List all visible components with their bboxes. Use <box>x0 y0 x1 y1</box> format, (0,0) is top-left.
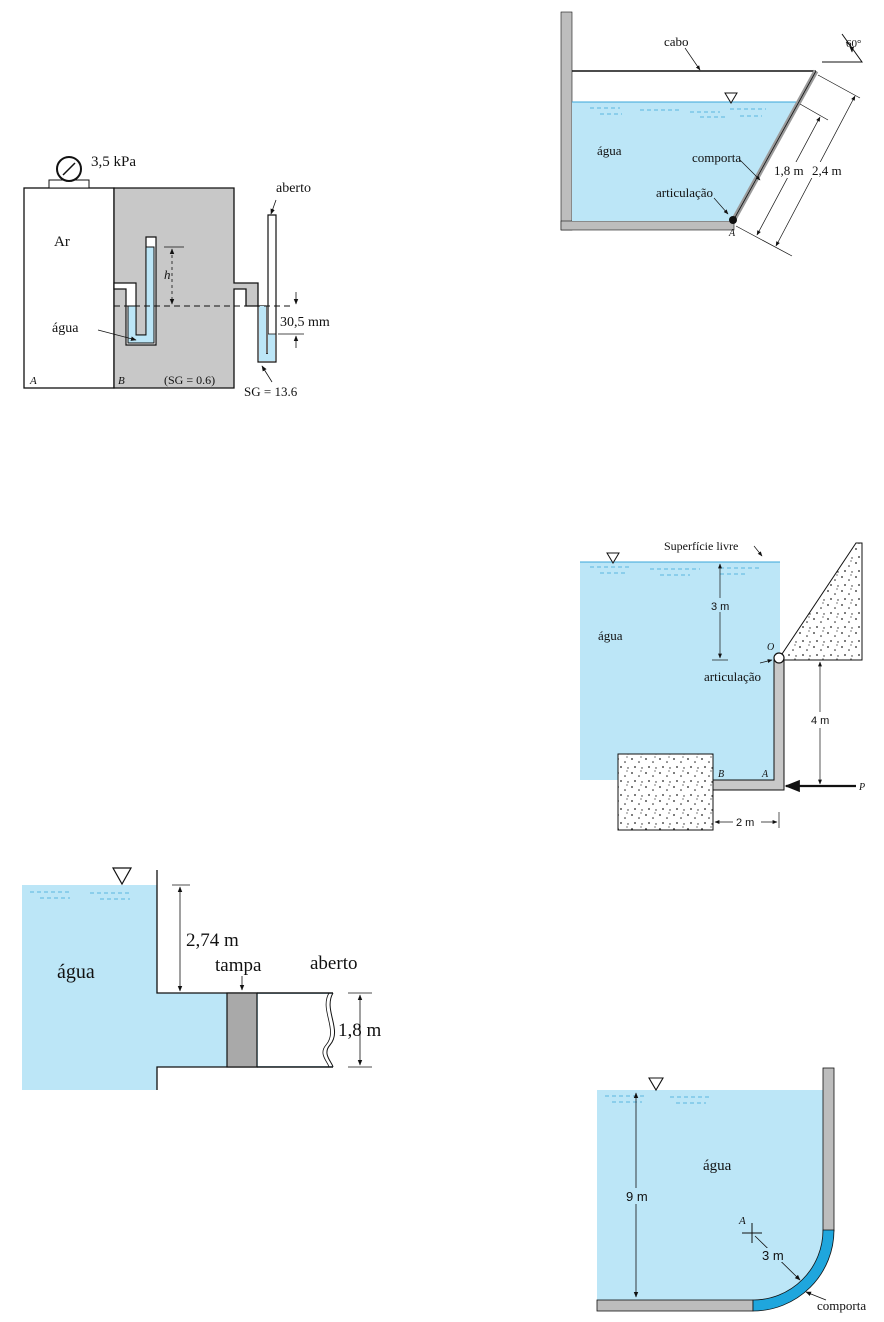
depth-3m-label: 3 m <box>711 601 729 613</box>
free-surface-label: Superfície livre <box>664 539 738 553</box>
sg-mercury-label: SG = 13.6 <box>244 384 298 399</box>
point-a-label-3: A <box>761 769 769 780</box>
free-surface-icon-4 <box>113 868 131 884</box>
dim-2-4-label: 2,4 m <box>812 163 842 178</box>
point-b-label-3: B <box>718 769 724 780</box>
h-label: h <box>164 267 171 282</box>
hinge-o-icon <box>774 653 784 663</box>
angle-label: 60° <box>846 38 861 50</box>
dim-1-8-label: 1,8 m <box>774 163 804 178</box>
gate-label: comporta <box>692 150 741 165</box>
water-label-5: água <box>703 1158 732 1174</box>
hinge-label: articulação <box>656 185 713 200</box>
height-4m-label: 4 m <box>811 715 829 727</box>
water-label: água <box>52 321 79 336</box>
plug-tank-diagram: água 2,74 m tampa aberto 1,8 m <box>22 868 382 1090</box>
air-label: Ar <box>54 234 70 250</box>
gate-label-5: comporta <box>817 1298 866 1313</box>
force-p-label: P <box>858 782 865 793</box>
water-label-4: água <box>57 961 95 983</box>
manometer-diagram: 3,5 kPa Ar água h aberto 30,5 mm A B (SG… <box>24 154 330 399</box>
left-wall <box>561 12 572 230</box>
water-label-2: água <box>597 143 622 158</box>
depth-2-74-label: 2,74 m <box>186 930 239 951</box>
free-surface-icon-5 <box>649 1078 663 1090</box>
water-body <box>572 102 796 221</box>
cable-label: cabo <box>664 34 689 49</box>
bottom-floor-5 <box>597 1300 753 1311</box>
vertical-wall <box>823 1068 834 1231</box>
mercury-fill-left <box>259 306 266 361</box>
concrete-block <box>618 754 713 830</box>
point-o-label: O <box>767 642 774 653</box>
plug-tampa <box>227 993 257 1067</box>
hinge-label-3: articulação <box>704 669 761 684</box>
radius-3m-label: 3 m <box>762 1248 784 1263</box>
open-label: aberto <box>276 181 311 196</box>
sg-oil-label: (SG = 0.6) <box>164 373 215 387</box>
width-2m-label: 2 m <box>736 817 754 829</box>
plug-label: tampa <box>215 955 262 976</box>
point-a-label: A <box>29 375 37 387</box>
depth-9m-label: 9 m <box>626 1189 648 1204</box>
gauge-reading-label: 3,5 kPa <box>91 154 136 170</box>
air-tank-a <box>24 188 114 388</box>
dim-30-5-label: 30,5 mm <box>280 315 330 330</box>
bottom-floor <box>561 221 734 230</box>
concrete-wedge <box>778 543 862 660</box>
point-b-label: B <box>118 375 125 387</box>
open-label-4: aberto <box>310 953 357 974</box>
point-a-label-2: A <box>728 228 736 239</box>
water-label-3: água <box>598 628 623 643</box>
l-gate-diagram: Superfície livre água 3 m O articulação … <box>580 539 865 830</box>
curved-gate-diagram: água 9 m A 3 m comporta <box>597 1068 866 1313</box>
inclined-gate-diagram: cabo 60° água comporta articulação 1,8 m… <box>561 12 862 256</box>
mercury-fill-right <box>268 334 275 356</box>
diameter-1-8-label: 1,8 m <box>338 1020 382 1041</box>
point-a-label-5: A <box>738 1215 746 1227</box>
hinge-icon <box>729 216 737 224</box>
